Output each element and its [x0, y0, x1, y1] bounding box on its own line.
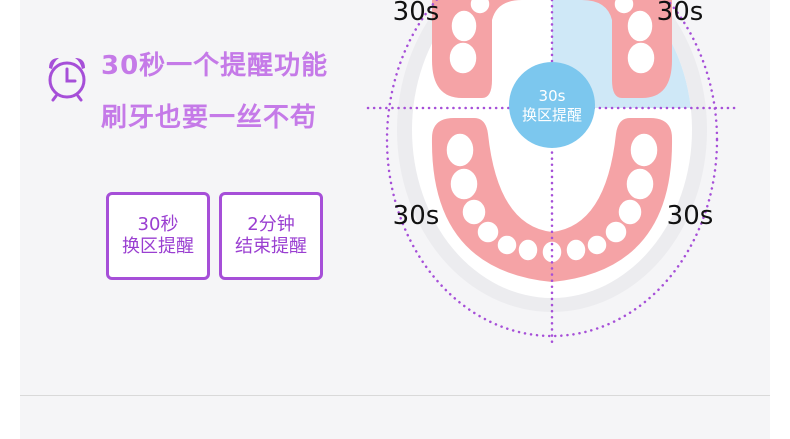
- teeth-quadrant-diagram: 30s 换区提醒 30s 30s 30s 30s: [366, 0, 742, 348]
- center-badge-time: 30s: [539, 87, 566, 105]
- feature-end-reminder-line-2: 结束提醒: [235, 236, 307, 257]
- quadrant-label-bottom-left: 30s: [393, 201, 440, 231]
- section-divider: [20, 395, 770, 396]
- lower-teeth: [445, 132, 659, 264]
- center-badge-label: 换区提醒: [522, 106, 582, 124]
- headline-line-1: 30秒一个提醒功能: [101, 51, 329, 81]
- quadrant-label-top-right: 30s: [657, 0, 704, 27]
- quadrant-label-bottom-right: 30s: [667, 201, 714, 231]
- feature-end-reminder-line-1: 2分钟: [247, 214, 295, 235]
- feature-end-reminder-box: 2分钟 结束提醒: [219, 192, 323, 280]
- quadrant-label-top-left: 30s: [393, 0, 440, 27]
- center-badge: [509, 62, 595, 148]
- alarm-clock-icon: [48, 58, 86, 102]
- headline: 30秒一个提醒功能 刷牙也要一丝不苟: [101, 40, 371, 144]
- bottom-panel: [20, 396, 770, 439]
- headline-line-2: 刷牙也要一丝不苟: [101, 103, 318, 133]
- upper-teeth: [448, 0, 656, 75]
- feature-zone-switch-box: 30秒 换区提醒: [106, 192, 210, 280]
- dotted-boundary: [385, 0, 719, 338]
- feature-zone-switch-line-1: 30秒: [137, 214, 179, 235]
- feature-zone-switch-line-2: 换区提醒: [122, 236, 194, 257]
